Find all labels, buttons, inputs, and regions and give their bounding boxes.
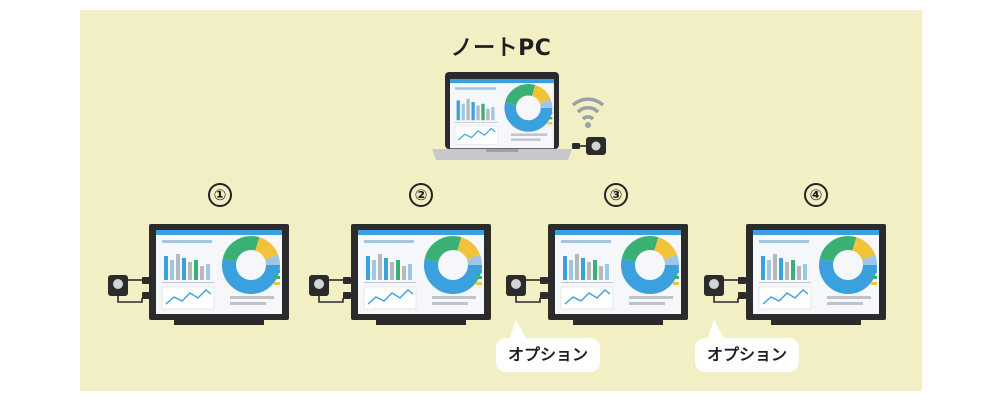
monitor-icon [548, 224, 688, 325]
bubble-pointer [707, 320, 725, 340]
monitor-icon [149, 224, 289, 325]
option-label-3: オプション [496, 338, 601, 372]
wifi-icon [571, 97, 605, 128]
background-panel [80, 10, 922, 391]
receiver-icon [572, 137, 606, 155]
screen-number-2: ② [409, 183, 433, 207]
laptop-icon [432, 72, 572, 160]
monitor-icon [746, 224, 886, 325]
screen-number-1: ① [208, 183, 232, 207]
screen-number-3: ③ [604, 183, 628, 207]
laptop-label: ノートPC [450, 36, 552, 61]
bubble-pointer [509, 320, 527, 340]
option-label-4: オプション [695, 338, 800, 372]
monitor-icon [351, 224, 491, 325]
screen-number-4: ④ [804, 183, 828, 207]
